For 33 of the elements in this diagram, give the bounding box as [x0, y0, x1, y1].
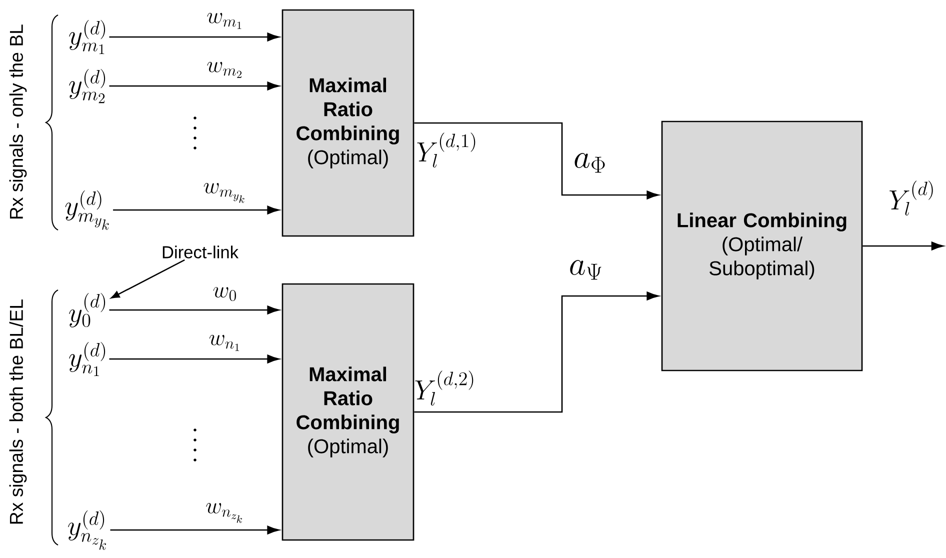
output-symbol: $Y_l^{(d,2)}$ — [415, 370, 474, 406]
arrow — [113, 206, 280, 214]
edge-label: $w_{n_{z_k}}$ — [206, 503, 242, 523]
edge-label: $w_{m_{y_k}}$ — [204, 183, 244, 203]
arrow — [862, 242, 944, 250]
arrow — [110, 526, 280, 534]
edge-label: $w_{m_2}$ — [207, 62, 242, 78]
edge-label: $w_{m_1}$ — [207, 12, 242, 29]
arrow — [109, 32, 280, 42]
process-box: Maximal Ratio Combining (Optimal) — [282, 9, 414, 237]
edge-label: $Y_l^{(d)}$ — [890, 180, 933, 216]
signal-symbol: $y_0^{(d)}$ — [69, 292, 106, 328]
process-box: Maximal Ratio Combining (Optimal) — [282, 283, 414, 541]
rotated-label: Rx signals - only the BL — [9, 24, 27, 219]
edge-label: $w_0$ — [213, 287, 236, 302]
arrow — [111, 259, 185, 298]
edge-label: $a_\Phi$ — [574, 153, 605, 173]
annotation-text: Direct-link — [162, 246, 239, 258]
signal-symbol: $y_{m_2}^{(d)}$ — [69, 68, 106, 104]
arrow — [414, 122, 659, 200]
process-box: Linear Combining (Optimal/ Suboptimal) — [661, 120, 863, 372]
output-symbol: $Y_l^{(d,1)}$ — [417, 132, 476, 168]
signal-symbol: $y_{m_{y_k}}^{(d)}$ — [65, 190, 109, 230]
edge-label: $a_\Psi$ — [570, 260, 602, 280]
arrow — [109, 82, 280, 90]
arrow — [109, 354, 280, 364]
edge-label: $w_{n_1}$ — [209, 334, 239, 351]
signal-symbol: $y_{n_1}^{(d)}$ — [69, 342, 106, 376]
signal-symbol: $y_{n_{z_k}}^{(d)}$ — [68, 510, 106, 550]
rotated-label: Rx signals - both the BL/EL — [9, 300, 27, 524]
arrow — [109, 306, 280, 314]
signal-symbol: $y_{m_1}^{(d)}$ — [69, 20, 106, 54]
arrow — [414, 292, 659, 413]
